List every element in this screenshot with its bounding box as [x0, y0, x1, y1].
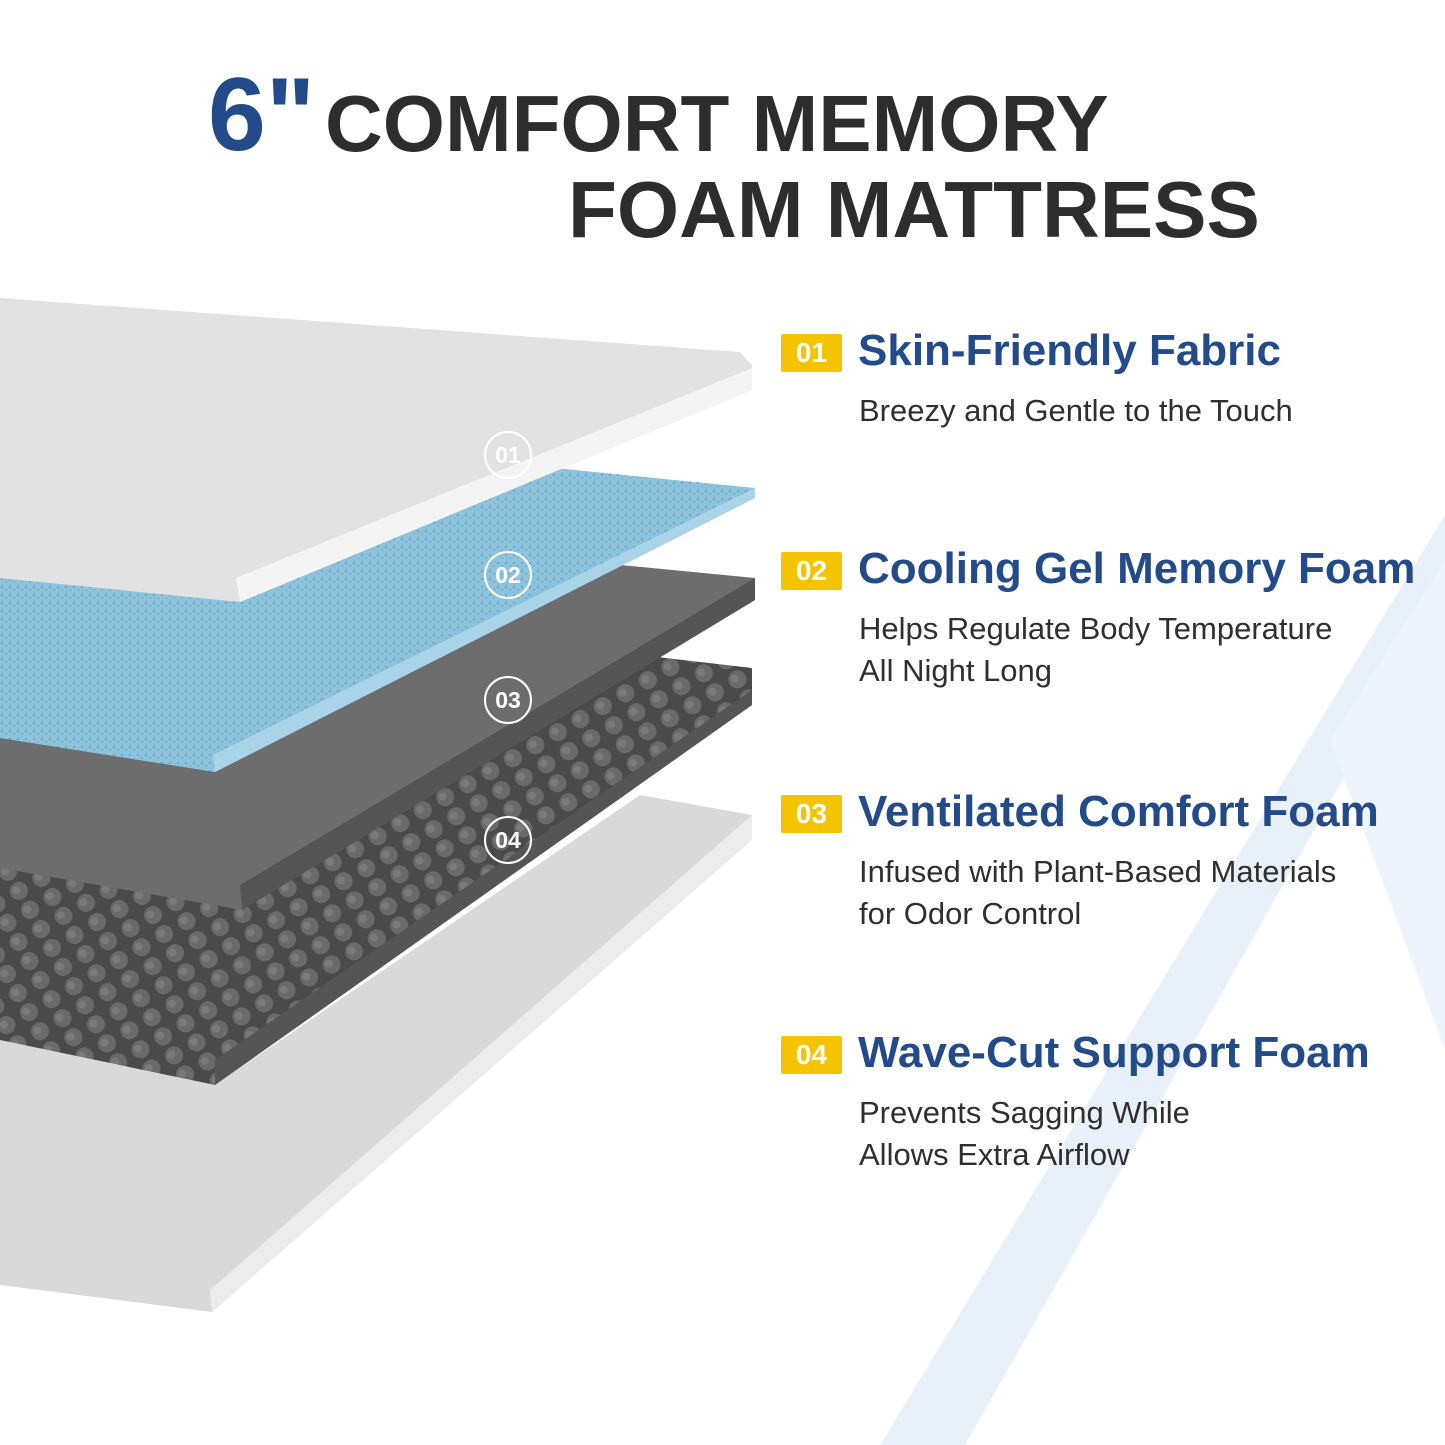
desc-line: Allows Extra Airflow: [859, 1137, 1130, 1172]
feature-badge: 01: [781, 334, 842, 372]
feature-badge: 04: [781, 1036, 842, 1074]
feature-heading: Ventilated Comfort Foam: [858, 787, 1379, 836]
desc-line: for Odor Control: [859, 896, 1082, 931]
feature-description: Infused with Plant-Based Materials for Od…: [859, 851, 1336, 935]
desc-line: Infused with Plant-Based Materials: [859, 854, 1337, 889]
wave-cut-layer: [0, 600, 755, 1085]
layer-marker-04: 04: [484, 816, 532, 864]
comfort-foam-layer: [0, 563, 755, 910]
feature-heading: Cooling Gel Memory Foam: [858, 544, 1416, 593]
layer-marker-01: 01: [484, 431, 532, 479]
layer-marker-03: 03: [484, 676, 532, 724]
background-swoosh-2: [1330, 560, 1445, 1050]
title-line-1: COMFORT MEMORY: [325, 79, 1109, 168]
base-layer: [0, 795, 752, 1312]
fabric-layer: [0, 298, 752, 602]
feature-description: Breezy and Gentle to the Touch: [859, 390, 1293, 432]
background-swoosh: [880, 515, 1445, 1445]
feature-badge: 02: [781, 552, 842, 590]
desc-line: All Night Long: [859, 653, 1053, 688]
layer-marker-02: 02: [484, 551, 532, 599]
title-line-2: FOAM MATTRESS: [568, 165, 1260, 254]
feature-heading: Skin-Friendly Fabric: [858, 326, 1281, 375]
desc-line: Helps Regulate Body Temperature: [859, 611, 1333, 646]
desc-line: Breezy and Gentle to the Touch: [859, 393, 1293, 428]
thickness-label: 6": [208, 57, 316, 173]
feature-badge: 03: [781, 795, 842, 833]
gel-foam-layer: [0, 467, 755, 772]
feature-heading: Wave-Cut Support Foam: [858, 1028, 1370, 1077]
desc-line: Prevents Sagging While: [859, 1095, 1190, 1130]
